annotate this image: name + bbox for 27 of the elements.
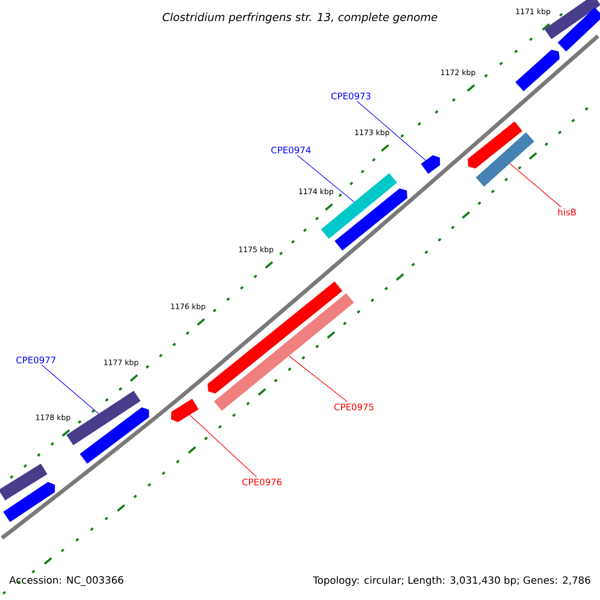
- footer-text: Topology: circular; Length: 3,031,430 bp; Genes: 2,786: [312, 576, 590, 586]
- gene-feature: [208, 281, 342, 394]
- leader-line: [356, 100, 426, 161]
- gene-feature: [171, 398, 199, 422]
- gene-feature: [80, 407, 150, 464]
- gene-feature: [515, 50, 560, 92]
- gene-label: CPE0974: [271, 146, 311, 154]
- gene-label: CPE0976: [242, 478, 282, 486]
- leader-line: [189, 414, 257, 478]
- gene-label: hisB: [558, 208, 576, 216]
- gene-label: CPE0973: [331, 92, 370, 100]
- gene-label: CPE0975: [334, 404, 374, 410]
- leader-line: [42, 364, 99, 414]
- gene-feature: [3, 482, 55, 522]
- gene-feature: [321, 173, 397, 239]
- gene-feature: [468, 121, 522, 169]
- leader-line: [288, 356, 348, 402]
- leader-line: [509, 163, 562, 208]
- gene-feature: [558, 7, 600, 52]
- title: Clostridium perfringens str. 13, complete genome: [162, 12, 438, 24]
- footer-text: Accession: NC_003366: [9, 576, 124, 586]
- gene-feature: [334, 188, 408, 251]
- gene-feature: [476, 132, 534, 187]
- gene-feature: [0, 464, 48, 500]
- gene-feature: [420, 155, 440, 174]
- gene-label: CPE0977: [16, 356, 56, 364]
- leader-line: [296, 154, 354, 202]
